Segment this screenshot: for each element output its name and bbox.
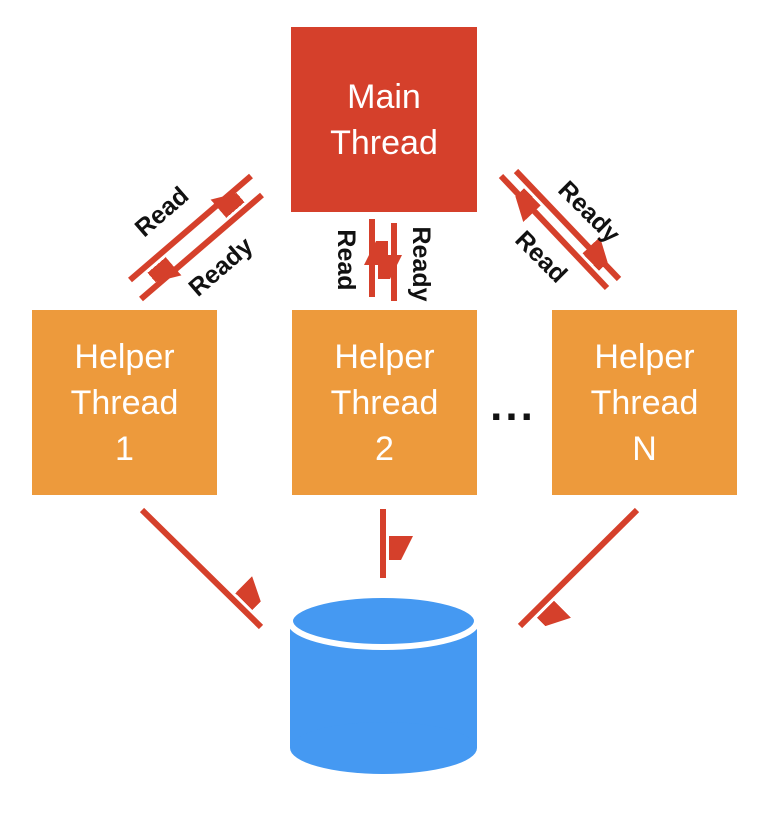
arrow-helperN-to-main xyxy=(516,168,622,282)
datastore-cylinder-top xyxy=(287,592,480,650)
edges-main-helper1: Read Ready xyxy=(128,173,264,302)
helper-thread-2-label-line3: 2 xyxy=(375,430,394,468)
helper-thread-n-label-line3: N xyxy=(632,430,657,468)
arrow-helperN-to-datastore xyxy=(517,507,640,626)
edge-label-ready-left: Ready xyxy=(183,232,258,302)
helper-thread-1-label-line3: 1 xyxy=(115,430,134,468)
helper-thread-1-box xyxy=(32,310,217,495)
main-thread-label-line2: Thread xyxy=(330,124,438,162)
arrow-helper1-to-main xyxy=(139,195,264,302)
edge-label-ready-middle: Ready xyxy=(407,226,435,301)
main-thread-node: Main Thread xyxy=(291,27,477,212)
edge-label-read-right: Read xyxy=(509,225,572,288)
helper-thread-1-label-line2: Thread xyxy=(71,384,179,422)
helper-thread-n-label-line1: Helper xyxy=(594,338,694,376)
helper-thread-n-label-line2: Thread xyxy=(591,384,699,422)
helper-thread-2-box xyxy=(292,310,477,495)
main-thread-label-line1: Main xyxy=(347,78,421,116)
helper-thread-2-node: Helper Thread 2 xyxy=(292,310,477,495)
helper-thread-2-label-line2: Thread xyxy=(331,384,439,422)
datastore-cylinder-bottom xyxy=(290,722,477,774)
more-helpers-ellipsis: ... xyxy=(490,381,536,430)
edge-label-ready-right: Ready xyxy=(553,176,626,249)
helper-thread-1-node: Helper Thread 1 xyxy=(32,310,217,495)
edges-main-helper2: Read Ready xyxy=(332,219,435,302)
datastore-cylinder xyxy=(287,592,480,774)
arrow-helper1-to-datastore xyxy=(139,507,261,630)
helper-thread-n-node: Helper Thread N xyxy=(552,310,737,495)
helper-thread-1-label-line1: Helper xyxy=(74,338,174,376)
helper-thread-n-box xyxy=(552,310,737,495)
edges-main-helperN: Ready Read xyxy=(498,168,626,291)
edges-helpers-datastore xyxy=(139,507,640,630)
edge-label-read-middle: Read xyxy=(332,229,360,290)
helper-thread-2-label-line1: Helper xyxy=(334,338,434,376)
main-thread-box xyxy=(291,27,477,212)
